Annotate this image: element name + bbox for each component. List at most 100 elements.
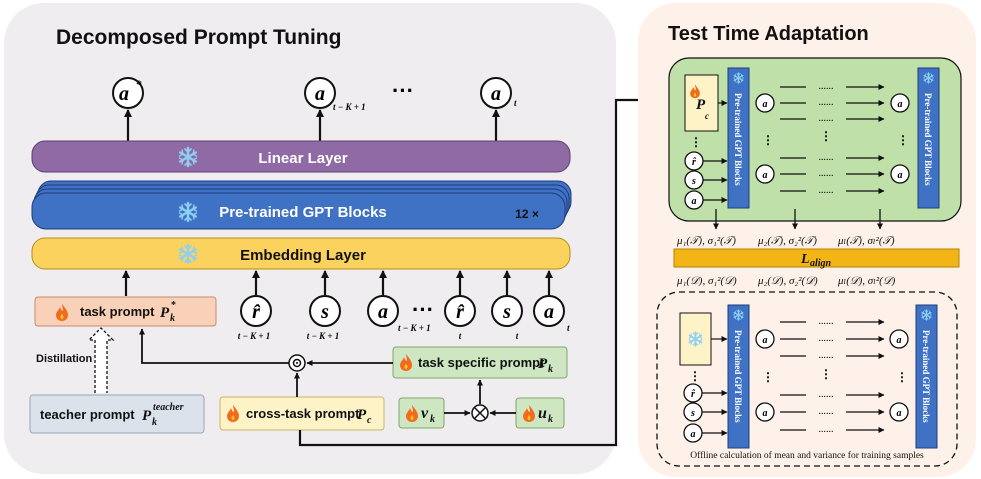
svg-text:t: t <box>516 331 519 341</box>
svg-text:t: t <box>514 98 517 108</box>
svg-text:L: L <box>800 252 810 267</box>
svg-text:s: s <box>502 301 511 323</box>
svg-text:Pre-trained GPT Blocks: Pre-trained GPT Blocks <box>921 330 931 423</box>
tta-bottom-input-tokens: r̂ s a ⋮ <box>683 369 703 443</box>
svg-text:μ₁(𝒟), σ₁²(𝒟): μ₁(𝒟), σ₁²(𝒟) <box>676 275 737 287</box>
embedding-layer <box>31 237 571 270</box>
svg-text:task prompt: task prompt <box>80 304 155 319</box>
svg-text:Pre-trained GPT Blocks: Pre-trained GPT Blocks <box>733 93 743 186</box>
output-node-a-star: a * <box>112 77 144 109</box>
gpt-multiplier: 12 × <box>515 207 539 221</box>
gpt-blocks-label: Pre-trained GPT Blocks <box>219 204 387 221</box>
svg-text:P: P <box>696 97 706 113</box>
svg-text:t − K + 1: t − K + 1 <box>333 102 366 112</box>
svg-text:k: k <box>548 414 553 425</box>
svg-text:k: k <box>152 417 157 428</box>
token-s-t-k-1: s t − K + 1 <box>307 295 341 341</box>
svg-text:......: ...... <box>819 350 834 361</box>
svg-text:r̂: r̂ <box>456 301 465 323</box>
svg-text:......: ...... <box>819 152 834 163</box>
tta-bottom-gpt-block-right: Pre-trained GPT Blocks <box>915 304 938 449</box>
svg-text:v: v <box>421 405 429 422</box>
alignment-loss-bar: L align <box>673 248 960 269</box>
svg-text:r̂: r̂ <box>691 389 696 400</box>
svg-text:u: u <box>538 405 547 422</box>
teacher-prompt-box: teacher prompt P k teacher <box>29 394 205 434</box>
svg-text:......: ...... <box>819 389 834 400</box>
tta-prompt-box: P c <box>684 74 719 132</box>
output-node-a-t: a t <box>480 77 517 109</box>
uk-box: u k <box>515 397 565 429</box>
svg-text:⋮: ⋮ <box>762 370 774 384</box>
tta-bottom-gpt-block-left: Pre-trained GPT Blocks <box>727 304 750 449</box>
svg-text:⋮: ⋮ <box>762 133 774 147</box>
svg-text:a: a <box>763 99 768 110</box>
svg-text:k: k <box>548 364 553 375</box>
vk-box: v k <box>398 397 445 429</box>
svg-text:⋮: ⋮ <box>689 369 701 383</box>
svg-text:t: t <box>567 323 570 333</box>
svg-text:a: a <box>763 408 768 419</box>
svg-text:......: ...... <box>819 168 834 179</box>
svg-text:s: s <box>690 408 695 419</box>
svg-text:⋮: ⋮ <box>820 367 832 381</box>
svg-text:teacher prompt: teacher prompt <box>40 407 135 422</box>
svg-text:r̂: r̂ <box>252 301 261 323</box>
task-specific-prompt-box: task specific prompt P k <box>392 346 568 379</box>
outer-product-arrows <box>444 379 516 416</box>
svg-text:a: a <box>378 301 388 323</box>
svg-text:P: P <box>160 305 170 321</box>
embedding-layer-label: Embedding Layer <box>240 247 366 264</box>
svg-text:*: * <box>136 77 142 91</box>
linear-layer-label: Linear Layer <box>258 150 347 167</box>
svg-text:a: a <box>491 83 501 105</box>
svg-text:align: align <box>810 258 832 269</box>
token-a-t-k-1: a t − K + 1 <box>367 295 431 333</box>
svg-text:k: k <box>170 313 175 324</box>
svg-text:task specific prompt: task specific prompt <box>418 355 545 370</box>
svg-text:......: ...... <box>819 406 834 417</box>
svg-text:t: t <box>459 331 462 341</box>
output-ellipsis: ··· <box>392 78 414 103</box>
distillation-label: Distillation <box>36 353 93 365</box>
tta-top-hidden-states: a a ⋮ a a ⋮ <box>755 93 910 184</box>
svg-text:P: P <box>142 408 152 424</box>
svg-text:a: a <box>897 335 902 346</box>
svg-text:......: ...... <box>819 316 834 327</box>
svg-text:μₗ(𝒟), σₗ²(𝒟): μₗ(𝒟), σₗ²(𝒟) <box>837 275 896 287</box>
svg-text:⋮: ⋮ <box>820 129 832 143</box>
task-prompt-box: task prompt P k * <box>34 296 217 327</box>
svg-text:Pre-trained GPT Blocks: Pre-trained GPT Blocks <box>733 330 743 423</box>
svg-text:......: ...... <box>819 185 834 196</box>
tta-top-gpt-block-right: Pre-trained GPT Blocks <box>917 67 940 209</box>
tta-bottom-input-arrows <box>702 336 728 436</box>
svg-text:t − K + 1: t − K + 1 <box>307 331 340 341</box>
svg-text:s: s <box>691 176 696 187</box>
svg-text:a: a <box>315 83 325 105</box>
output-node-a-t-k-1: a t − K + 1 <box>304 77 366 112</box>
left-panel-title: Decomposed Prompt Tuning <box>56 26 341 49</box>
tta-top-gpt-block-left: Pre-trained GPT Blocks <box>727 67 750 209</box>
svg-text:⋮: ⋮ <box>690 135 702 149</box>
cross-task-prompt-box: cross-task prompt P c <box>219 396 385 431</box>
tta-offline-panel <box>656 291 958 467</box>
svg-text:μ₂(𝒟), σ₂²(𝒟): μ₂(𝒟), σ₂²(𝒟) <box>757 275 818 287</box>
svg-text:a: a <box>898 170 903 181</box>
svg-text:c: c <box>705 111 709 121</box>
svg-text:a: a <box>692 196 697 207</box>
svg-text:a: a <box>898 99 903 110</box>
svg-text:t − K + 1: t − K + 1 <box>398 323 431 333</box>
token-s-t: s t <box>491 295 523 341</box>
svg-text:......: ...... <box>819 424 834 435</box>
tta-offline-prompt-box <box>679 312 712 366</box>
token-a-t: a t <box>533 295 570 333</box>
svg-text:k: k <box>430 414 435 425</box>
output-arrows <box>124 109 500 141</box>
tta-top-flow-rows <box>780 84 885 194</box>
hadamard-product-icon <box>288 354 306 372</box>
svg-text:a: a <box>897 408 902 419</box>
svg-text:s: s <box>320 301 329 323</box>
svg-text:a: a <box>763 335 768 346</box>
svg-text:⋮: ⋮ <box>897 133 909 147</box>
svg-text:μₗ(𝒯), σₗ²(𝒯): μₗ(𝒯), σₗ²(𝒯) <box>837 235 895 247</box>
